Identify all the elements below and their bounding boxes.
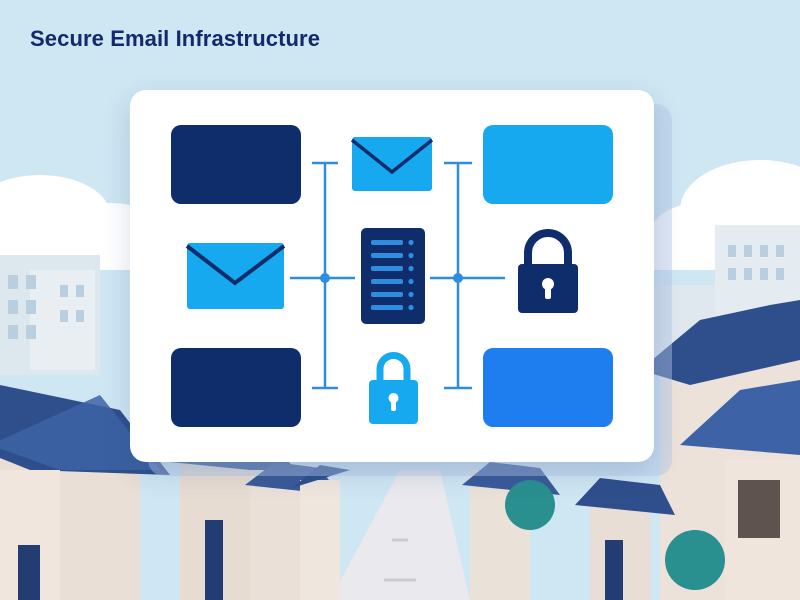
junction-dot-left	[320, 273, 330, 283]
building-windows	[8, 245, 784, 339]
block-bottom-left	[171, 348, 301, 427]
page-title: Secure Email Infrastructure	[30, 26, 321, 51]
street	[330, 470, 470, 600]
block-top-right	[483, 125, 613, 204]
lock-icon	[518, 229, 578, 313]
server-icon	[361, 228, 425, 324]
lock-icon-bottom	[369, 352, 418, 424]
envelope-icon-left	[185, 243, 286, 309]
houses-right	[462, 300, 800, 600]
block-top-left	[171, 125, 301, 204]
envelope-icon	[350, 137, 434, 191]
block-bottom-right	[483, 348, 613, 427]
junction-dot-right	[453, 273, 463, 283]
